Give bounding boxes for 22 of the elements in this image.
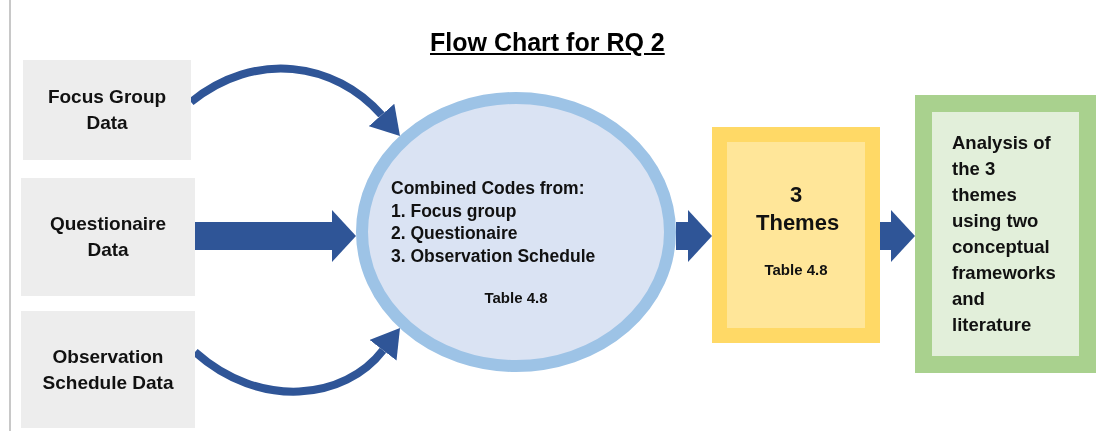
table-reference: Table 4.8	[484, 287, 548, 308]
data-source-box	[21, 178, 195, 296]
node-label: Combined Codes from:	[391, 176, 586, 200]
node-label: Questionaire Data	[48, 212, 168, 262]
arrow	[676, 210, 712, 262]
title: Flow Chart for RQ 2	[430, 28, 665, 57]
analysis-box	[915, 95, 1096, 373]
list-item: 2. Questionaire	[391, 222, 519, 245]
node-label: Observation Schedule Data	[41, 344, 175, 395]
arrow	[195, 210, 356, 262]
list-item: 1. Focus group	[391, 199, 518, 223]
list-item: 3. Observation Schedule	[391, 245, 597, 268]
themes-box	[712, 127, 880, 343]
arrow	[192, 329, 402, 396]
process-circle	[356, 92, 676, 372]
data-source-box	[23, 60, 191, 160]
node-label: Analysis of the 3 themes using two conceptual frameworks and literature	[952, 131, 1057, 337]
data-source-box	[21, 311, 195, 428]
node-label: Focus Group Data	[46, 85, 168, 135]
arrow	[188, 64, 402, 135]
arrow	[880, 210, 915, 262]
table-reference: Table 4.8	[764, 259, 828, 280]
